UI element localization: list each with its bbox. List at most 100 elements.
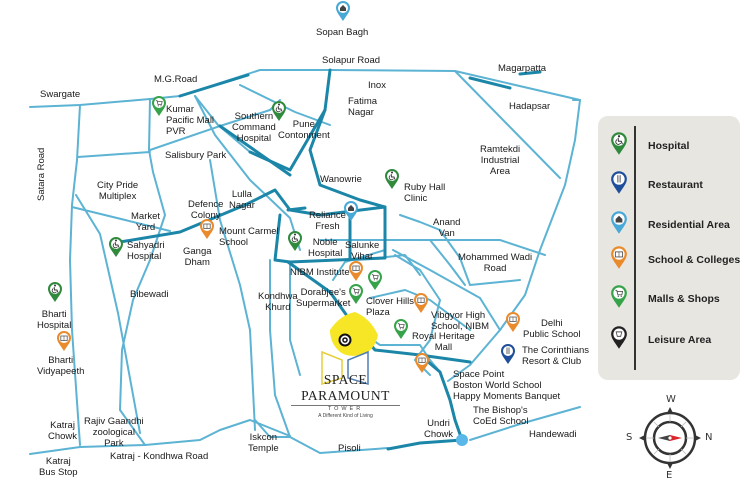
project-name: SPACE PARAMOUNT [301, 372, 390, 403]
label-salunke-vihar: Salunke Vihar [345, 240, 380, 262]
compass-rose: W S N E [626, 394, 713, 481]
book-pin-icon[interactable] [348, 260, 364, 282]
project-subtitle: TOWER [291, 405, 400, 413]
label-dorabjees: Dorabjee's Supermarket [296, 287, 351, 309]
legend-item-malls: Malls & Shops [610, 284, 720, 314]
label-bishops: The Bishop's CoEd School [473, 405, 529, 427]
label-undri-chowk: Undri Chowk [424, 418, 454, 440]
project-tagline: A Different Kind of Living [318, 413, 373, 419]
legend-item-restaurant: Restaurant [610, 170, 703, 200]
label-wanowrie: Wanowrie [320, 174, 362, 185]
label-ruby-hall: Ruby Hall Clinic [404, 182, 446, 204]
book-pin-icon[interactable] [56, 330, 72, 352]
compass-icon [639, 407, 701, 469]
label-magarpatta: Magarpatta [498, 63, 547, 74]
compass-top-label: W [666, 394, 676, 405]
label-mg-road: M.G.Road [154, 74, 198, 85]
legend-item-residential: Residential Area [610, 210, 730, 240]
label-salisbury-park: Salisbury Park [165, 150, 227, 161]
label-fatima-nagar: Fatima Nagar [348, 96, 378, 118]
cutlery-icon [610, 170, 628, 200]
label-reliance-fresh: Reliance Fresh [309, 210, 346, 232]
label-hadapsar: Hadapsar [509, 101, 551, 112]
label-sopan-bagh: Sopan Bagh [316, 27, 369, 38]
label-kumar-pacific-mall: Kumar Pacific Mall PVR [166, 104, 215, 137]
label-royal-heritage: Royal Heritage Mall [412, 331, 475, 353]
book-pin-icon[interactable] [414, 352, 430, 374]
wheelchair-pin-icon[interactable] [287, 230, 303, 252]
legend-divider [634, 126, 636, 370]
label-sahyadri: Sahyadri Hospital [127, 240, 165, 262]
label-anand-van: Anand Van [433, 217, 461, 239]
label-southern-command-hospital: Southern Command Hospital [232, 111, 276, 144]
label-swargate: Swargate [40, 89, 81, 100]
legend-label: Hospital [648, 140, 690, 152]
compass-bottom-label: E [666, 470, 673, 481]
label-solapur-road: Solapur Road [322, 55, 381, 66]
label-rajiv-gandhi-zoo: Rajiv Gaandhi zoological Park [84, 416, 144, 449]
label-mohammed-wadi: Mohammed Wadi Road [458, 252, 533, 274]
label-iskcon: Iskcon Temple [248, 432, 279, 454]
label-bibewadi: Bibewadi [130, 289, 169, 300]
label-katraj-kondhwa-road: Katraj - Kondhwa Road [110, 451, 209, 462]
map-legend: Hospital Restaurant Residential Area Sch… [598, 116, 740, 380]
label-katraj-bus-stop: Katraj Bus Stop [39, 456, 78, 478]
label-clover-hills: Clover Hills Plaza [366, 296, 415, 318]
compass-left-label: S [626, 432, 633, 443]
cutlery-pin-icon[interactable] [500, 343, 516, 365]
label-mount-carmel: Mount Carmel School [219, 226, 279, 248]
project-branding: SPACE PARAMOUNT TOWER A Different Kind o… [283, 372, 408, 419]
wheelchair-pin-icon[interactable] [47, 281, 63, 303]
legend-label: Leisure Area [648, 334, 712, 346]
house-pin-icon[interactable] [343, 200, 359, 222]
label-vibgyor: Vibgyor High School, NIBM [431, 310, 490, 332]
label-ramtekdi: Ramtekdi Industrial Area [480, 144, 521, 177]
cart-pin-icon[interactable] [393, 318, 409, 340]
label-market-yard: Market Yard [131, 211, 161, 233]
label-space-point: Space Point Boston World School Happy Mo… [453, 369, 561, 402]
wheelchair-pin-icon[interactable] [271, 100, 287, 122]
legend-item-school: School & Colleges [610, 245, 740, 275]
label-katraj-chowk: Katraj Chowk [48, 420, 78, 442]
cart-pin-icon[interactable] [151, 95, 167, 117]
cart-pin-icon[interactable] [348, 283, 364, 305]
label-pisoli: Pisoli [338, 443, 361, 454]
wheelchair-pin-icon[interactable] [108, 236, 124, 258]
junction-marker [456, 434, 468, 446]
label-nibm-institute: NIBM Institute [290, 267, 350, 278]
legend-label: Residential Area [648, 219, 730, 231]
legend-item-leisure: Leisure Area [610, 325, 711, 355]
project-logo [321, 350, 369, 386]
book-pin-icon[interactable] [413, 292, 429, 314]
target-icon [338, 333, 352, 347]
label-noble: Noble Hospital [308, 237, 343, 259]
label-city-pride: City Pride Multiplex [97, 180, 139, 202]
legend-label: School & Colleges [648, 254, 741, 266]
label-satara-road: Satara Road [36, 147, 47, 201]
label-defence-colony: Defence Colony [188, 199, 224, 221]
label-handewadi: Handewadi [529, 429, 577, 440]
cart-icon [610, 284, 628, 314]
project-highlight [330, 312, 378, 356]
label-ganga-dham: Ganga Dham [183, 246, 212, 268]
compass-right-label: N [705, 432, 713, 443]
book-icon [610, 245, 628, 275]
label-lulla-nagar: Lulla Nagar [229, 189, 255, 211]
legend-label: Restaurant [648, 179, 703, 191]
label-pune-cantonment: Pune Contonment [278, 119, 330, 141]
label-bharti-vidyapeeth: Bharti Vidyapeeth [37, 355, 85, 377]
label-delhi-public: Delhi Public School [523, 318, 581, 340]
legend-item-hospital: Hospital [610, 132, 689, 158]
label-bharti-hospital: Bharti Hospital [37, 309, 72, 331]
legend-label: Malls & Shops [648, 293, 720, 305]
house-pin-icon[interactable] [335, 0, 351, 22]
wheelchair-pin-icon[interactable] [384, 168, 400, 190]
house-icon [610, 210, 628, 240]
book-pin-icon[interactable] [199, 218, 215, 240]
book-pin-icon[interactable] [505, 311, 521, 333]
label-inox: Inox [368, 80, 386, 91]
cart-pin-icon[interactable] [367, 269, 383, 291]
label-corinthians: The Corinthians Resort & Club [522, 345, 590, 367]
leisure-icon [610, 325, 628, 355]
